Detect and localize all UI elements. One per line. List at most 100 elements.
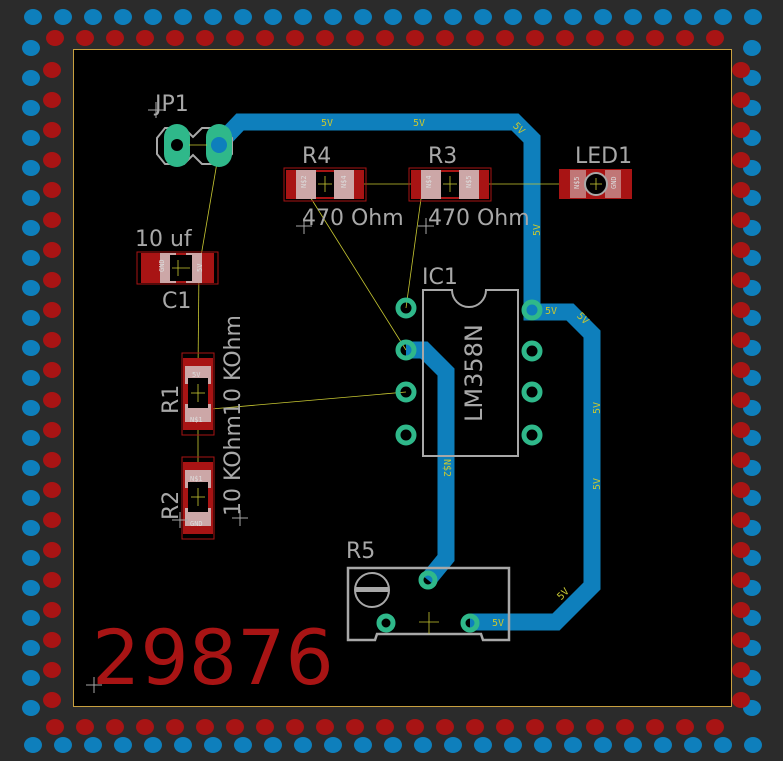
via (616, 719, 634, 735)
via (564, 9, 582, 25)
svg-text:N$4: N$4 (340, 175, 348, 188)
component-r2[interactable]: R2 N$1 GND 10 KOhm (159, 415, 246, 540)
via (732, 332, 750, 348)
via (22, 340, 40, 356)
component-r4[interactable]: R4 N$2 N$4 470 Ohm (283, 144, 404, 231)
svg-text:GND: GND (190, 520, 203, 528)
component-r3[interactable]: R3 N$4 N$5 470 Ohm (408, 144, 530, 231)
via (136, 30, 154, 46)
svg-text:GND: GND (158, 259, 166, 272)
ic-pin[interactable] (521, 381, 543, 403)
net-label: 5V (413, 118, 425, 129)
via (732, 92, 750, 108)
svg-text:5V: 5V (196, 263, 204, 272)
via (256, 719, 274, 735)
component-name-label: JP1 (153, 92, 189, 117)
via (474, 9, 492, 25)
via (414, 737, 432, 753)
smd-pad[interactable] (185, 508, 211, 526)
smd-pad[interactable] (605, 170, 621, 198)
via (84, 737, 102, 753)
via (22, 250, 40, 266)
via (706, 719, 724, 735)
component-r1[interactable]: R1 5V N$1 10 KOhm (159, 315, 246, 436)
ic-pin[interactable] (521, 299, 543, 321)
via (22, 550, 40, 566)
via (684, 737, 702, 753)
via (732, 272, 750, 288)
trace-5v-main[interactable] (213, 113, 601, 631)
via (732, 632, 750, 648)
trimpot-adjust-icon[interactable] (354, 572, 390, 608)
via (732, 242, 750, 258)
trimpot-pin[interactable] (460, 613, 480, 633)
component-jp1[interactable]: JP1 (153, 92, 233, 167)
via (43, 212, 61, 228)
component-r5[interactable]: R5 (346, 539, 511, 642)
component-c1[interactable]: 10 uf GND 5V C1 (135, 227, 219, 314)
via (144, 9, 162, 25)
via (43, 122, 61, 138)
via (226, 719, 244, 735)
via (114, 9, 132, 25)
trimpot-pin[interactable] (418, 570, 438, 590)
component-ic1[interactable]: IC1 LM358N (395, 265, 543, 457)
via (106, 30, 124, 46)
via (676, 30, 694, 46)
via (22, 430, 40, 446)
via (43, 572, 61, 588)
top-copper-traces (213, 113, 601, 631)
ic-pin[interactable] (395, 297, 417, 319)
via (646, 30, 664, 46)
ic-pin[interactable] (395, 424, 417, 446)
trimpot-pin[interactable] (376, 613, 396, 633)
component-led1[interactable]: LED1 N$5 GND (559, 144, 632, 199)
ic-pin[interactable] (521, 424, 543, 446)
smd-pad[interactable] (185, 404, 211, 422)
via (676, 719, 694, 735)
via (22, 640, 40, 656)
component-name-label: IC1 (422, 265, 458, 290)
via (43, 692, 61, 708)
svg-text:N$1: N$1 (190, 416, 203, 424)
net-label: N$2 (441, 459, 452, 477)
via (732, 392, 750, 408)
ic-pin[interactable] (395, 381, 417, 403)
net-labels: 5V 5V 5V 5V 5V 5V 5V 5V 5V 5V N$2 (321, 118, 603, 629)
component-name-label: R1 (159, 385, 184, 414)
via (732, 542, 750, 558)
via (196, 719, 214, 735)
via (22, 490, 40, 506)
smd-pad[interactable] (459, 170, 479, 199)
ic-pin[interactable] (521, 340, 543, 362)
via (556, 30, 574, 46)
smd-pad[interactable] (421, 170, 441, 199)
via (436, 30, 454, 46)
via (22, 610, 40, 626)
via (22, 670, 40, 686)
ic-pin[interactable] (395, 339, 417, 361)
via (43, 362, 61, 378)
smd-pad[interactable] (296, 170, 316, 199)
via (732, 692, 750, 708)
via (43, 152, 61, 168)
via (174, 737, 192, 753)
component-name-label: C1 (162, 289, 191, 314)
trimpot-outline (346, 566, 511, 642)
via (384, 9, 402, 25)
smd-pad[interactable] (570, 170, 586, 198)
via (22, 100, 40, 116)
via (586, 719, 604, 735)
via (43, 542, 61, 558)
via (226, 30, 244, 46)
via (732, 362, 750, 378)
via (684, 9, 702, 25)
smd-pad[interactable] (334, 170, 354, 199)
via (646, 719, 664, 735)
via (526, 719, 544, 735)
drill-hole (171, 139, 183, 151)
net-label: 5V (532, 224, 543, 236)
trace-n2[interactable] (406, 341, 455, 586)
via (732, 152, 750, 168)
